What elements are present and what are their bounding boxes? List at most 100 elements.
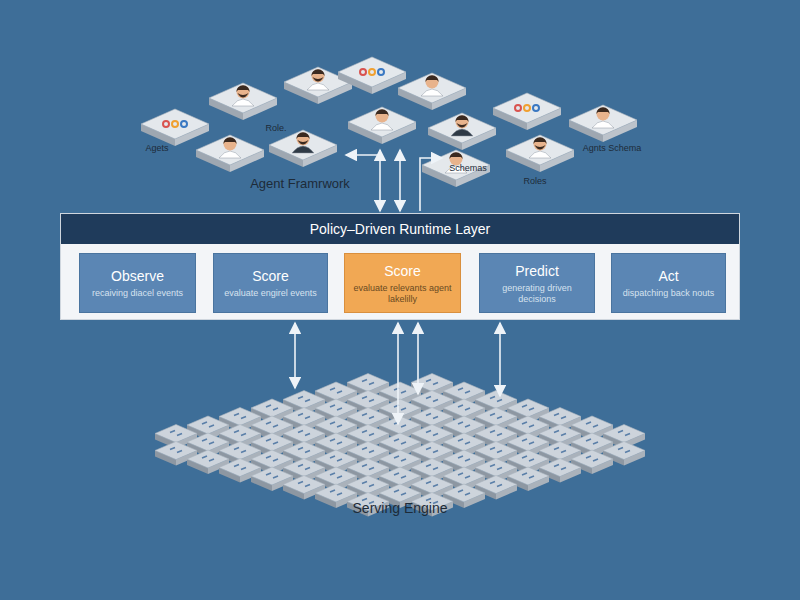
tile-top	[422, 150, 490, 180]
tile-top	[539, 442, 581, 460]
server-mark	[490, 397, 502, 402]
server-mark	[330, 490, 342, 495]
tile-top	[347, 408, 389, 426]
avatar-head	[376, 110, 389, 123]
tile-top	[347, 459, 389, 477]
tile-top	[187, 416, 229, 434]
server-mark	[426, 380, 438, 385]
server-mark	[458, 422, 470, 427]
tile-top	[379, 450, 421, 468]
server-mark	[458, 388, 470, 393]
server-mark	[554, 465, 566, 470]
tile-top	[507, 399, 549, 417]
agent-tile	[269, 130, 337, 167]
avatar-head	[534, 138, 547, 151]
tile-top	[219, 425, 261, 443]
flow-arrow	[346, 154, 380, 156]
panel-header: Policy–Driven Runtime Layer	[61, 214, 739, 244]
tile-top	[569, 105, 637, 135]
tile-top	[251, 433, 293, 451]
tile-top	[209, 83, 277, 113]
flow-arrow	[399, 150, 401, 211]
step-title: Score	[252, 267, 289, 285]
step-description: evaluate engirel events	[224, 288, 317, 299]
avatar-beard	[313, 77, 324, 82]
tile-top	[507, 450, 549, 468]
tile-top	[283, 408, 325, 426]
server-mark	[362, 482, 374, 487]
tile-top	[428, 113, 496, 143]
tile-top	[155, 442, 197, 460]
tile-top	[443, 484, 485, 502]
step-description: dispatching back nouts	[623, 288, 715, 299]
server-mark	[202, 456, 214, 461]
step-title: Predict	[515, 262, 559, 280]
status-dot	[172, 121, 178, 127]
step-title: Observe	[111, 267, 164, 285]
tile-top	[379, 484, 421, 502]
avatar-beard	[457, 123, 468, 128]
server-mark	[490, 465, 502, 470]
agent-avatar	[451, 115, 473, 136]
tile-top	[411, 425, 453, 443]
agent-avatar	[292, 132, 314, 153]
tile-top	[475, 391, 517, 409]
server-mark	[458, 473, 470, 478]
avatar-head	[312, 70, 325, 83]
status-dot	[515, 105, 521, 111]
tile-top	[506, 135, 574, 165]
server-mark	[362, 465, 374, 470]
step-description: generating driven decisions	[486, 283, 588, 305]
tile-top	[539, 408, 581, 426]
tile-top	[219, 442, 261, 460]
tile-top	[251, 467, 293, 485]
tile-top	[251, 399, 293, 417]
tile-top	[283, 459, 325, 477]
server-mark	[426, 414, 438, 419]
tile-top	[379, 399, 421, 417]
agent-avatar	[307, 69, 329, 90]
tile-top	[196, 135, 264, 165]
server-mark	[458, 439, 470, 444]
avatar-head	[426, 76, 439, 89]
flow-arrow	[294, 323, 296, 388]
agent-tile	[422, 150, 490, 187]
agent-avatar	[421, 75, 443, 96]
runtime-layer-panel: Policy–Driven Runtime LayerObserverecaiv…	[60, 213, 740, 320]
server-mark	[618, 431, 630, 436]
server-mark	[394, 439, 406, 444]
server-mark	[266, 439, 278, 444]
agent-tiles	[141, 57, 637, 187]
tile-top	[338, 57, 406, 87]
process-box: Predict generating driven decisions	[479, 253, 595, 313]
status-dot	[369, 69, 375, 75]
tile-top	[379, 382, 421, 400]
agent-tile	[196, 135, 264, 172]
avatar-head	[597, 108, 610, 121]
server-mark	[554, 448, 566, 453]
tile-top	[493, 93, 561, 123]
part-label: Roles	[523, 176, 546, 186]
agent-avatar	[232, 85, 254, 106]
server-mark	[522, 473, 534, 478]
server-mark	[266, 456, 278, 461]
server-mark	[330, 405, 342, 410]
avatar-hair	[223, 137, 237, 144]
avatar-body	[451, 129, 473, 136]
server-mark	[330, 439, 342, 444]
tile-top	[443, 433, 485, 451]
server-mark	[394, 422, 406, 427]
serving-grid	[155, 374, 645, 517]
server-mark	[554, 414, 566, 419]
tile-top	[475, 408, 517, 426]
server-mark	[586, 456, 598, 461]
server-mark	[298, 465, 310, 470]
server-mark	[266, 473, 278, 478]
tile-top	[411, 459, 453, 477]
avatar-body	[421, 89, 443, 96]
tile-top	[315, 484, 357, 502]
server-mark	[458, 456, 470, 461]
tile-top	[475, 459, 517, 477]
avatar-body	[371, 123, 393, 130]
agent-tile	[348, 107, 416, 144]
